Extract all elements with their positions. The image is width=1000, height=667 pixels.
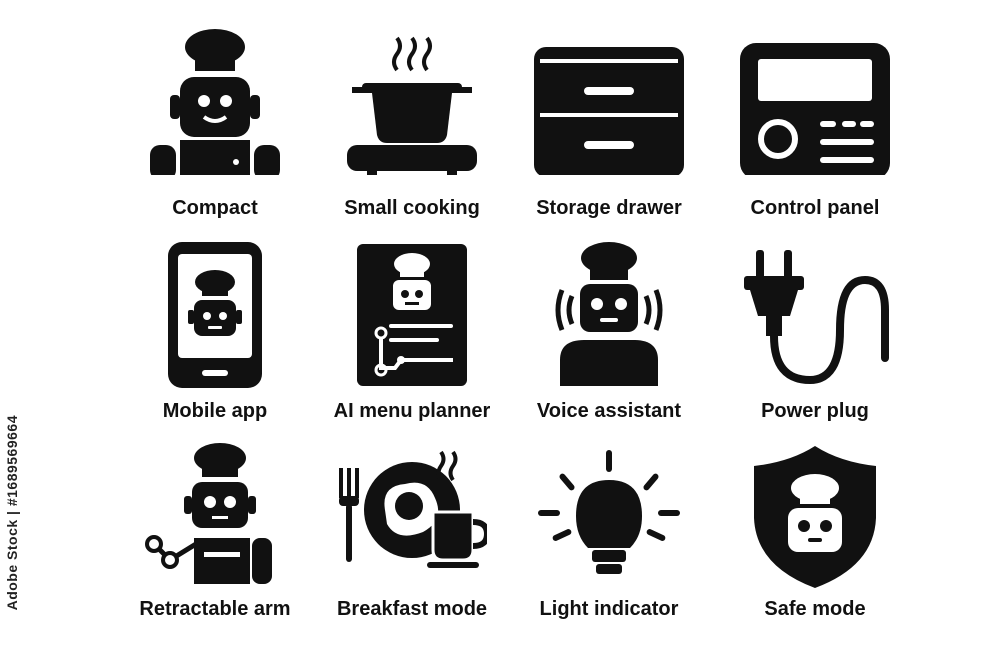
icon-power-plug: Power plug bbox=[715, 240, 915, 440]
shield-icon bbox=[740, 440, 890, 590]
icon-voice-assistant: Voice assistant bbox=[509, 240, 709, 440]
label-breakfast-mode: Breakfast mode bbox=[336, 598, 488, 620]
label-retractable-arm: Retractable arm bbox=[139, 598, 291, 620]
storage-drawer-icon bbox=[534, 25, 684, 175]
label-light-indicator: Light indicator bbox=[539, 598, 679, 620]
icon-breakfast-mode: Breakfast mode bbox=[312, 440, 512, 640]
icon-mobile-app: Mobile app bbox=[115, 240, 315, 440]
icon-light-indicator: Light indicator bbox=[509, 440, 709, 640]
label-storage-drawer: Storage drawer bbox=[536, 197, 682, 219]
stock-id-label: Adobe Stock | #1689569664 bbox=[4, 415, 20, 611]
label-control-panel: Control panel bbox=[750, 197, 880, 219]
mobile-app-icon bbox=[140, 240, 290, 390]
pot-on-hotplate-icon bbox=[337, 25, 487, 175]
label-power-plug: Power plug bbox=[761, 400, 869, 422]
label-compact: Compact bbox=[172, 197, 258, 219]
light-bulb-icon bbox=[534, 440, 684, 590]
icon-compact: Compact bbox=[115, 25, 315, 225]
label-mobile-app: Mobile app bbox=[162, 400, 268, 422]
chef-robot-icon bbox=[140, 25, 290, 175]
label-small-cooking: Small cooking bbox=[344, 197, 480, 219]
label-ai-menu-planner: AI menu planner bbox=[333, 400, 491, 422]
icon-ai-menu-planner: AI menu planner bbox=[312, 240, 512, 440]
icon-control-panel: Control panel bbox=[715, 25, 915, 225]
retractable-arm-icon bbox=[140, 440, 290, 590]
control-panel-icon bbox=[740, 25, 890, 175]
menu-planner-icon bbox=[337, 240, 487, 390]
icon-retractable-arm: Retractable arm bbox=[115, 440, 315, 640]
icon-storage-drawer: Storage drawer bbox=[509, 25, 709, 225]
power-plug-icon bbox=[740, 240, 890, 390]
icon-safe-mode: Safe mode bbox=[715, 440, 915, 640]
breakfast-icon bbox=[337, 440, 487, 590]
label-voice-assistant: Voice assistant bbox=[536, 400, 682, 422]
voice-assistant-icon bbox=[534, 240, 684, 390]
icon-small-cooking: Small cooking bbox=[312, 25, 512, 225]
label-safe-mode: Safe mode bbox=[764, 598, 866, 620]
